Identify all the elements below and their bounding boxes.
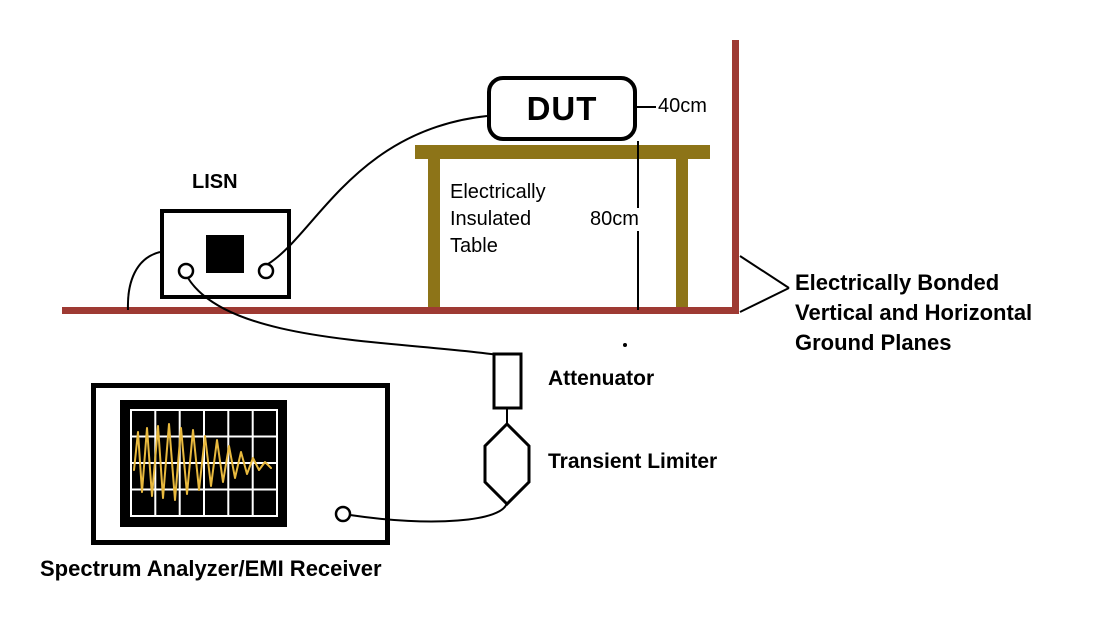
ground-planes-label-line2: Vertical and Horizontal — [795, 300, 1033, 325]
spectrum-analyzer-label: Spectrum Analyzer/EMI Receiver — [40, 556, 382, 581]
attenuator-label: Attenuator — [548, 367, 655, 390]
ground-planes-label-line1: Electrically Bonded — [795, 270, 1000, 295]
lisn-label: LISN — [192, 171, 238, 193]
dut-box: DUT — [487, 76, 637, 141]
table-left-leg — [428, 159, 440, 310]
insulated-table-label-line2: Insulated — [450, 208, 532, 230]
insulated-table-label: Electrically Insulated Table — [450, 179, 546, 260]
ground-label-pointer-top — [739, 255, 790, 289]
ground-planes-label: Electrically Bonded Vertical and Horizon… — [795, 268, 1032, 358]
cable-lisn-to-ground — [126, 251, 161, 311]
table-right-leg — [676, 159, 688, 310]
insulated-table-label-line3: Table — [450, 235, 498, 257]
stray-dot — [623, 343, 627, 347]
dimension-40cm-label: 40cm — [658, 95, 707, 117]
transient-limiter-shape — [483, 421, 531, 507]
transient-limiter-label: Transient Limiter — [548, 450, 718, 473]
attenuator-shape — [492, 352, 523, 410]
ground-label-pointer-bottom — [739, 287, 790, 313]
insulated-table-label-line1: Electrically — [450, 181, 546, 203]
dimension-80cm-label: 80cm — [588, 208, 641, 231]
table-top — [415, 145, 710, 159]
dut-label: DUT — [526, 89, 598, 127]
lisn-module-square — [206, 235, 244, 273]
spectrum-analyzer-box — [91, 383, 390, 545]
lisn-box — [160, 209, 291, 299]
ground-planes-label-line3: Ground Planes — [795, 330, 952, 355]
